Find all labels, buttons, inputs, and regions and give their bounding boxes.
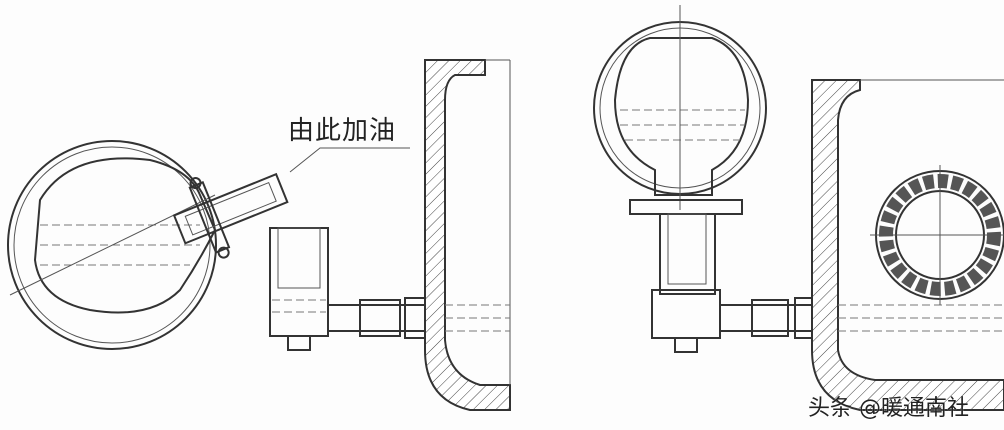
add-oil-here-label: 由此加油 — [288, 116, 397, 146]
left-housing-wall — [424, 59, 511, 411]
left-oiler-assembly — [7, 140, 410, 350]
left-cup-and-pipe — [269, 227, 429, 351]
bearing — [870, 165, 1004, 305]
watermark: 头条 @暖通南社 — [808, 396, 969, 421]
right-oiler-assembly — [593, 5, 816, 353]
right-housing-wall — [811, 79, 1004, 411]
